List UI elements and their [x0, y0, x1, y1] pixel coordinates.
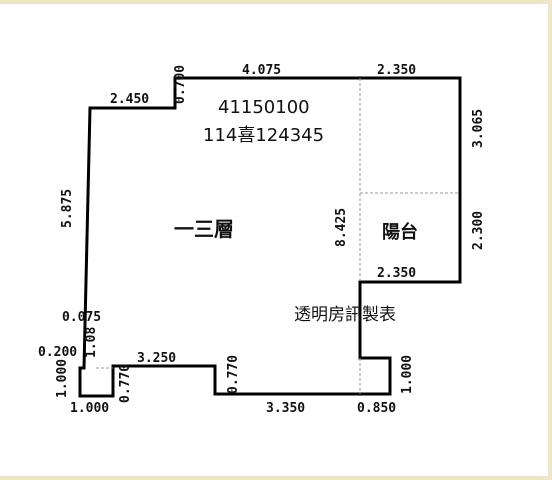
- dim-bottom-850: 0.850: [357, 401, 396, 416]
- watermark-note: 透明房訊製表: [294, 305, 396, 325]
- dim-left-upper: 5.875: [60, 189, 75, 228]
- dim-top-mid: 4.075: [242, 63, 281, 78]
- dim-bottom-1000: 1.000: [70, 401, 109, 416]
- dim-mid-770: 0.770: [226, 355, 241, 394]
- dim-balcony-bottom: 2.350: [377, 266, 416, 281]
- dim-top-left: 2.450: [110, 92, 149, 107]
- dim-right-1000: 1.000: [400, 355, 415, 394]
- case-id: 41150100: [218, 97, 310, 118]
- dim-right-upper: 3.065: [471, 109, 486, 148]
- room-label-main: 一三層: [174, 217, 234, 241]
- dim-right-lower: 2.300: [471, 211, 486, 250]
- dim-left-1000: 1.000: [55, 359, 70, 398]
- frame-bottom-border: [0, 476, 552, 480]
- dim-top-step: 0.700: [173, 65, 188, 104]
- dim-bottom-3350: 3.350: [266, 401, 305, 416]
- frame-right-border: [548, 0, 552, 480]
- dim-left-108: 1.08: [84, 327, 99, 358]
- dim-bottom-770: 0.770: [118, 364, 133, 403]
- dim-mid-3250: 3.250: [137, 351, 176, 366]
- room-label-balcony: 陽台: [382, 221, 418, 243]
- floor-plan-outline: [78, 76, 462, 398]
- dim-top-right: 2.350: [377, 63, 416, 78]
- frame-top-border: [0, 0, 552, 4]
- dim-inner-vertical: 8.425: [334, 208, 349, 247]
- dim-left-200: 0.200: [38, 345, 77, 360]
- dim-left-small: 0.075: [62, 310, 101, 325]
- permit-number: 114喜124345: [203, 125, 324, 146]
